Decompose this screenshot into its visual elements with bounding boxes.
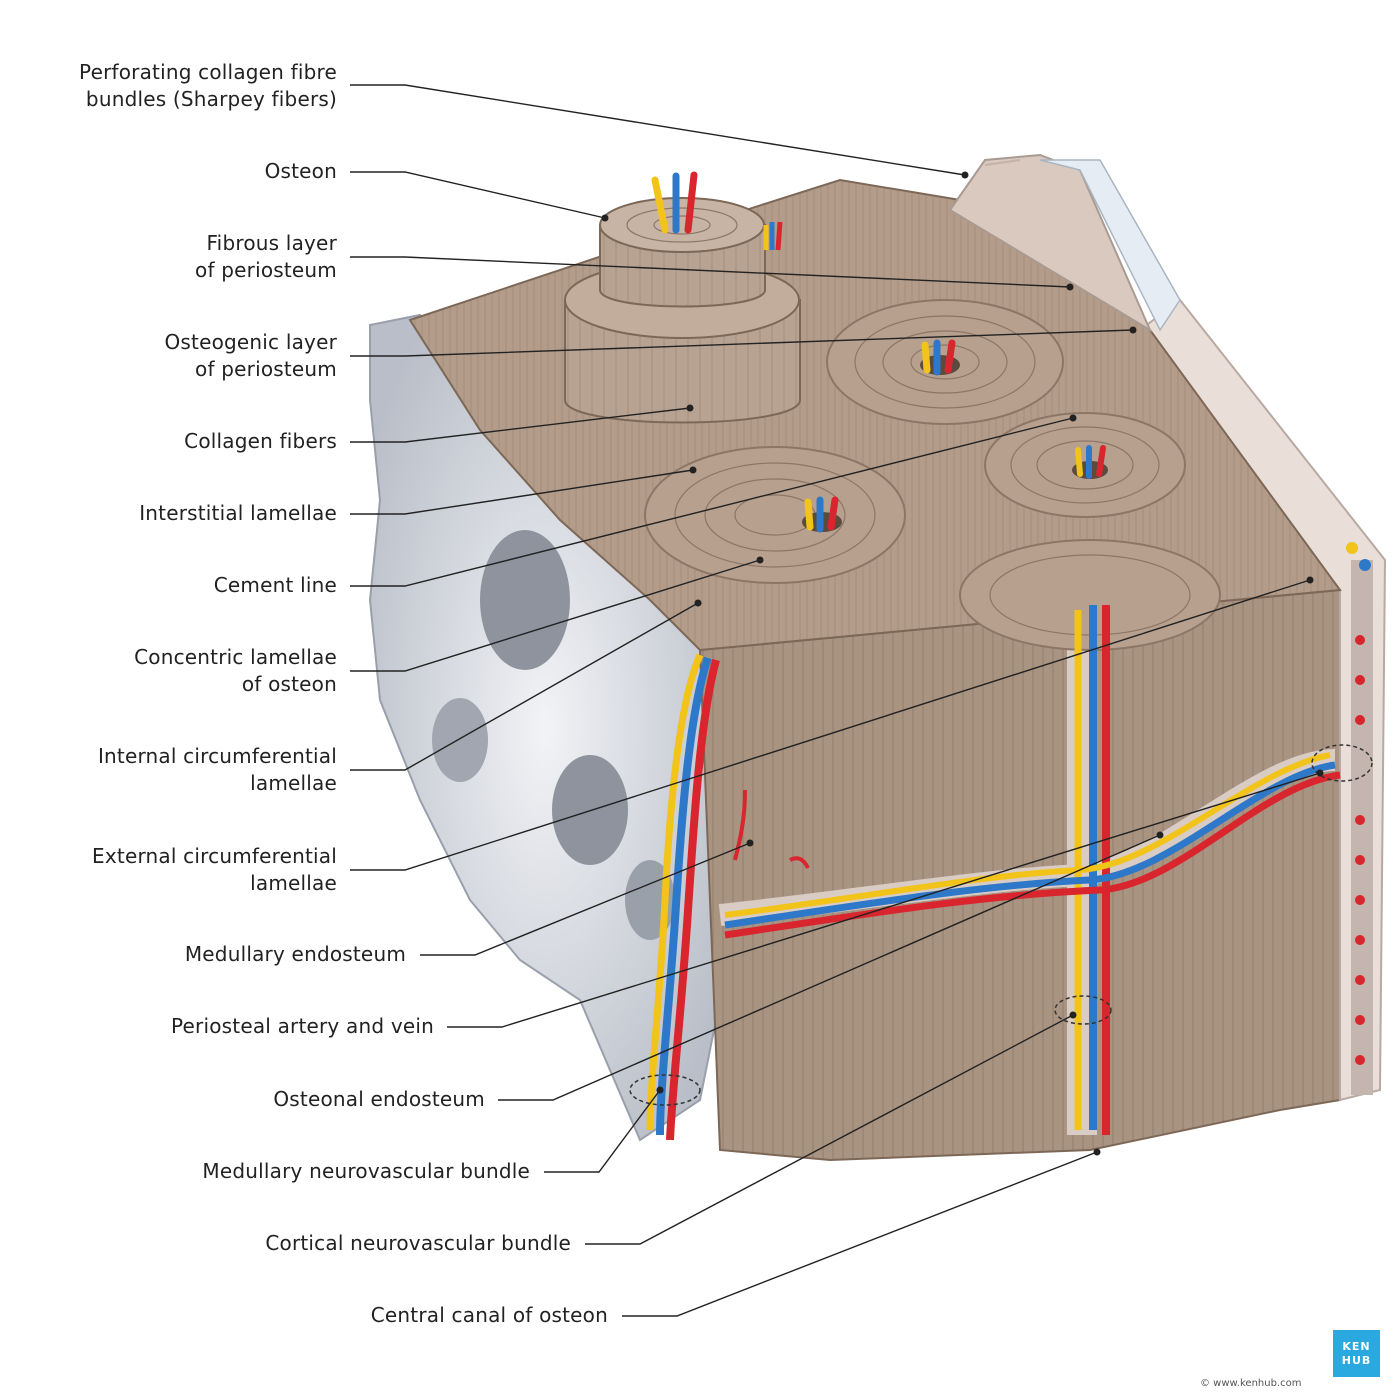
- label-periosteal-text: Periosteal artery and vein: [170, 1014, 434, 1038]
- osteon-ring-mid: [644, 446, 906, 584]
- label-concentric-line1: Concentric lamellae: [134, 645, 337, 669]
- label-fibrous-line2: of periosteum: [195, 258, 337, 282]
- copyright-text: © www.kenhub.com: [1200, 1378, 1302, 1389]
- label-collagen-fibers: Collagen fibers: [184, 428, 337, 455]
- leader-osteon: [350, 171, 606, 219]
- canal-vessels-large: [920, 339, 960, 376]
- leader-periosteal: [447, 772, 1321, 1028]
- label-internal-circumferential: Internal circumferential lamellae: [98, 743, 337, 797]
- label-medullary-endosteum-text: Medullary endosteum: [184, 942, 406, 966]
- bundle-markers: [629, 744, 1373, 1106]
- label-central-canal: Central canal of osteon: [371, 1302, 608, 1329]
- label-fibrous-layer: Fibrous layer of periosteum: [195, 230, 337, 284]
- leader-interstitial: [350, 469, 694, 515]
- label-external-line2: lamellae: [250, 871, 337, 895]
- label-osteogenic-line2: of periosteum: [195, 357, 337, 381]
- logo-line2: HUB: [1341, 1353, 1372, 1367]
- leader-medullary-endosteum: [420, 842, 751, 956]
- label-medullary-endosteum: Medullary endosteum: [185, 941, 406, 968]
- label-cement-text: Cement line: [213, 573, 337, 597]
- kenhub-logo: KEN HUB: [1333, 1330, 1380, 1377]
- label-osteogenic-line1: Osteogenic layer: [164, 330, 337, 354]
- label-osteogenic-layer: Osteogenic layer of periosteum: [164, 329, 337, 383]
- label-osteon-text: Osteon: [264, 159, 337, 183]
- leader-external: [350, 579, 1311, 871]
- label-external-line1: External circumferential: [92, 844, 337, 868]
- leader-cortical-bundle: [585, 1014, 1074, 1245]
- leader-osteogenic: [350, 329, 1134, 357]
- osteon-cylinder: [564, 197, 801, 424]
- periosteal-vessels: [1346, 542, 1371, 1065]
- label-internal-line1: Internal circumferential: [97, 744, 337, 768]
- leader-fibrous: [350, 256, 1071, 288]
- label-medullary-bundle-text: Medullary neurovascular bundle: [202, 1159, 530, 1183]
- label-osteonal-text: Osteonal endosteum: [273, 1087, 485, 1111]
- label-internal-line2: lamellae: [250, 771, 337, 795]
- leader-sharpey: [350, 84, 966, 176]
- leader-cement: [350, 417, 1074, 587]
- canal-vessels: [651, 171, 1108, 533]
- leader-collagen: [350, 407, 691, 443]
- leader-osteonal: [498, 834, 1161, 1101]
- canal-vessels-right: [1072, 445, 1108, 479]
- periosteum-flap: [948, 153, 1181, 333]
- label-concentric-line2: of osteon: [241, 672, 337, 696]
- leader-medullary-bundle: [544, 1089, 661, 1173]
- leader-lines: [350, 84, 1321, 1317]
- label-interstitial-lamellae: Interstitial lamellae: [139, 500, 337, 527]
- leader-dots: [601, 171, 1324, 1156]
- label-collagen-text: Collagen fibers: [184, 429, 337, 453]
- label-concentric-lamellae: Concentric lamellae of osteon: [134, 644, 337, 698]
- label-sharpey-line1: Perforating collagen fibre: [79, 60, 337, 84]
- label-cortical-neurovascular-bundle: Cortical neurovascular bundle: [265, 1230, 571, 1257]
- label-osteon: Osteon: [265, 158, 337, 185]
- label-sharpey-fibers: Perforating collagen fibre bundles (Shar…: [79, 59, 337, 113]
- logo-line1: KEN: [1342, 1339, 1371, 1353]
- medullary-bundle-vessels: [646, 653, 810, 1141]
- canal-vessels-mid: [802, 496, 842, 533]
- leader-concentric: [350, 559, 761, 672]
- leader-internal: [350, 602, 699, 771]
- label-fibrous-line1: Fibrous layer: [206, 231, 337, 255]
- label-cortical-bundle-text: Cortical neurovascular bundle: [265, 1231, 571, 1255]
- label-periosteal-artery-vein: Periosteal artery and vein: [171, 1013, 434, 1040]
- label-interstitial-text: Interstitial lamellae: [139, 501, 337, 525]
- canal-vessels-small: [763, 221, 783, 251]
- label-external-circumferential: External circumferential lamellae: [92, 843, 337, 897]
- label-medullary-neurovascular-bundle: Medullary neurovascular bundle: [202, 1158, 530, 1185]
- label-osteonal-endosteum: Osteonal endosteum: [273, 1086, 485, 1113]
- canal-vessels-cylinder: [651, 171, 698, 234]
- label-sharpey-line2: bundles (Sharpey fibers): [85, 87, 337, 111]
- label-central-canal-text: Central canal of osteon: [370, 1303, 608, 1327]
- leader-central-canal: [622, 1151, 1098, 1317]
- label-cement-line: Cement line: [214, 572, 337, 599]
